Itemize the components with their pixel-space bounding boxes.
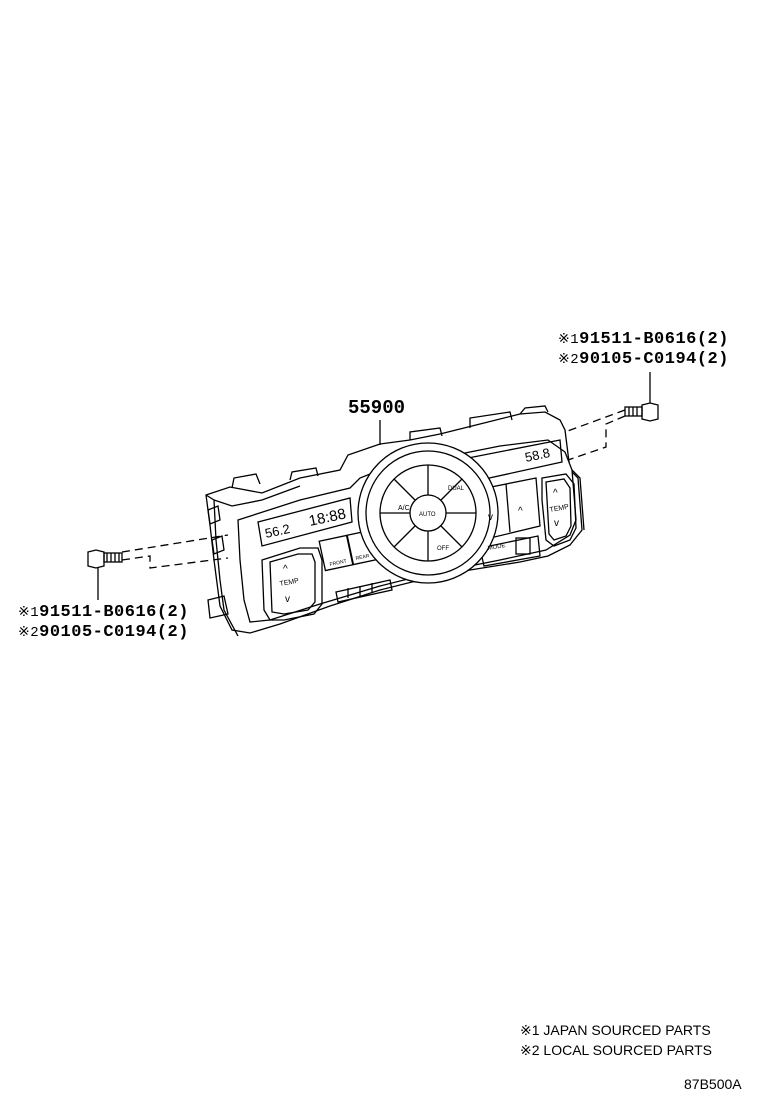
front-label: FRONT [329,559,347,568]
part-number: 90105-C0194 [39,623,157,642]
right-display-temp: 58.8 [524,445,552,465]
climate-control-panel [205,405,585,637]
down-arrow-left: v [285,594,290,605]
part-number: 90105-C0194 [579,350,697,369]
fan-down-arrow: v [488,512,493,523]
diagram-code: 87B500A [684,1076,742,1092]
source-notes: ※1 JAPAN SOURCED PARTS ※2 LOCAL SOURCED … [520,1020,712,1060]
up-arrow-right: ^ [553,488,558,499]
callout-mark: ※2 [18,625,40,641]
mode-label: MODE [487,543,506,552]
down-arrow-right: v [554,518,559,529]
temp-label-left: TEMP [279,578,300,588]
rear-label: REAR [355,553,370,562]
left-dash-line [121,534,229,569]
part-qty: (2) [156,623,189,642]
callout-right-1: ※191511-B0616(2) [558,330,729,350]
part-qty: (2) [696,330,729,349]
callout-mark: ※2 [558,352,580,368]
off-label: OFF [437,546,449,552]
callout-mark: ※1 [558,332,580,348]
dual-label: DUAL [448,486,465,492]
up-arrow-left: ^ [283,564,288,575]
right-screw [624,372,659,422]
part-number: 91511-B0616 [579,330,697,349]
callout-left-1: ※191511-B0616(2) [18,603,189,623]
callout-mark: ※1 [18,605,40,621]
left-screw [87,549,123,600]
note-local-sourced: ※2 LOCAL SOURCED PARTS [520,1042,712,1058]
temp-label-right: TEMP [549,504,570,514]
right-dash-line [564,409,626,461]
note-japan-sourced: ※1 JAPAN SOURCED PARTS [520,1022,711,1038]
part-number: 91511-B0616 [39,603,157,622]
callout-left-2: ※290105-C0194(2) [18,623,189,643]
fan-up-arrow: ^ [518,506,523,517]
main-part-number: 55900 [348,397,406,419]
part-qty: (2) [156,603,189,622]
auto-label: AUTO [419,512,436,518]
left-display-temp: 56.2 [264,521,292,541]
callout-right-2: ※290105-C0194(2) [558,350,729,370]
part-qty: (2) [696,350,729,369]
ac-label: A/C [398,505,410,512]
